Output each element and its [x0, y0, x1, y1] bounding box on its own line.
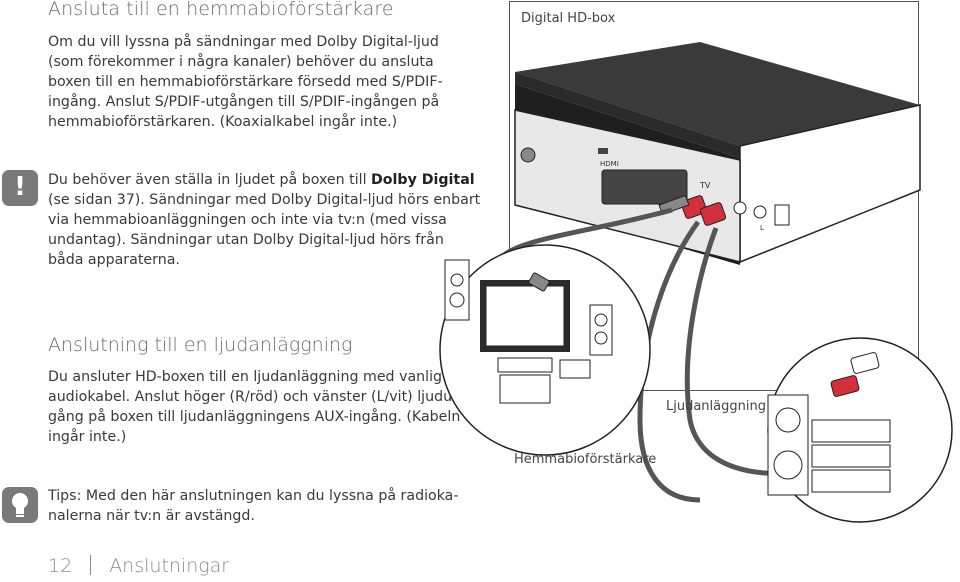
page-number: 12 — [48, 555, 73, 577]
illustration-frame — [509, 1, 919, 391]
section-title-stereo: Anslutning till en ljudanläggning — [48, 334, 353, 356]
stereo-label: Ljudanläggning — [666, 399, 766, 414]
port-l-label: L — [760, 224, 764, 232]
hdbox-drawing — [514, 42, 921, 265]
footer-section: Anslutningar — [109, 555, 230, 577]
port-tv-label: TV — [699, 181, 711, 190]
warning-text-bold: Dolby Digital — [371, 172, 475, 188]
hdbox-label: Digital HD-box — [521, 11, 616, 26]
hometheater-circle — [439, 244, 651, 456]
rca-plugs-box — [658, 194, 727, 226]
stereo-circle — [767, 337, 953, 523]
section-body-stereo: Du ansluter HD-boxen till en ljudanläggn… — [48, 369, 463, 445]
port-hdmi-label: HDMI — [600, 160, 619, 168]
warning-text-rest: (se sidan 37). Sändningar med Dolby Digi… — [48, 192, 481, 268]
warning-icon: ! — [2, 170, 38, 206]
tip-text: Tips: Med den här anslutningen kan du ly… — [48, 488, 459, 524]
section-body-hometheater: Om du vill lyssna på sändningar med Dolb… — [48, 34, 443, 130]
warning-text: Du behöver även ställa in ljudet på boxe… — [48, 170, 480, 270]
hometheater-label: Hemmabioförstärkare — [514, 452, 657, 467]
page-footer: 12 Anslutningar — [48, 555, 229, 577]
section-title-hometheater: Ansluta till en hemmabioförstärkare — [48, 0, 394, 20]
warning-text-prefix: Du behöver även ställa in ljudet på boxe… — [48, 172, 372, 188]
lightbulb-icon — [2, 487, 38, 523]
